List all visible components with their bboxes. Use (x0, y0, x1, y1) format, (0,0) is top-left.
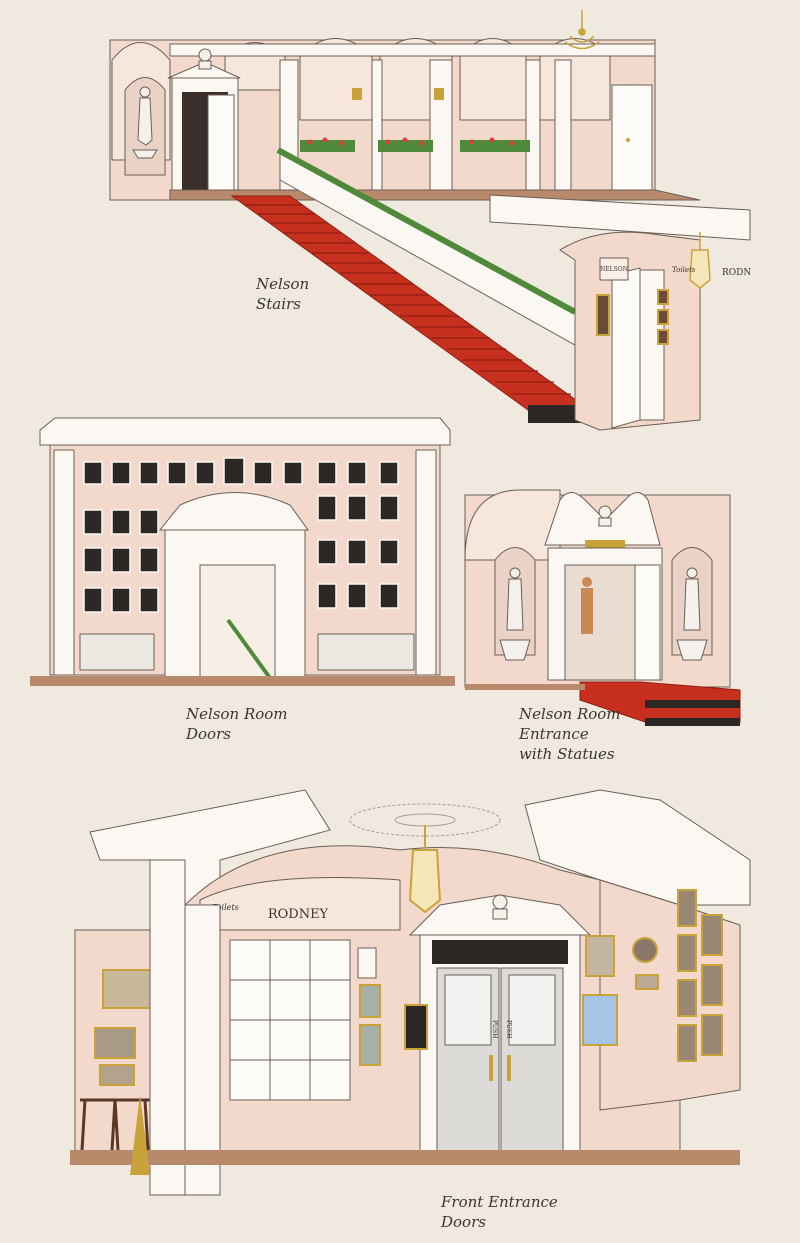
main-door-left-leaf (436, 967, 500, 1156)
nelson-stairs-illustration: NELSON Toilets RODN (109, 10, 751, 431)
niche-left (494, 547, 536, 656)
toilets-sign: Toilets (212, 903, 239, 912)
entrance-wall (464, 494, 731, 688)
caption-entrance-with-statues: Nelson Room Entrance with Statues (519, 705, 621, 763)
main-door-frame (419, 934, 581, 1161)
niche-right (671, 547, 713, 656)
main-door-right-leaf (500, 967, 564, 1156)
lantern-icon (408, 825, 442, 914)
rodney-sign-main: RODNEY (268, 907, 329, 922)
nelson-statue-icon (581, 577, 593, 634)
bust-icon (598, 505, 612, 527)
portrait-frame-icon (596, 289, 669, 345)
room-doorway-opening (199, 564, 276, 679)
wall-sconces (352, 88, 444, 100)
portrait-grid (83, 457, 399, 613)
room-wall (49, 444, 441, 676)
main-door-pediment (408, 894, 592, 936)
rodney-sign-small: RODN (722, 268, 751, 278)
front-back-wall (184, 845, 681, 1161)
bust-icon (492, 894, 508, 920)
nelson-plaque (599, 257, 629, 281)
push-sign-right: PUSH (505, 1020, 512, 1038)
statue-icon (499, 567, 708, 661)
upper-right-door (611, 84, 653, 196)
lantern-icon (689, 232, 711, 289)
bar-stool-icon (80, 1098, 330, 1151)
door-handles (489, 1055, 511, 1081)
toilets-sign-small: Toilets (672, 266, 696, 274)
right-side-wall (599, 879, 741, 1111)
entrance-pediment (544, 492, 661, 546)
entrance-door-frame (547, 547, 663, 681)
chandelier-icon (564, 10, 600, 50)
statue-icon (132, 86, 158, 159)
gold-stand (130, 1095, 150, 1175)
transom-grille (432, 940, 568, 964)
caption-nelson-room-doors: Nelson Room Doors (186, 705, 288, 743)
portrait-frame-icon (359, 889, 723, 1066)
front-cornice-right (524, 789, 751, 906)
room-door-pediment (158, 492, 309, 531)
lower-cornice (489, 194, 751, 241)
stairs-doorway (167, 48, 241, 191)
caption-front-entrance: Front Entrance Doors (441, 1193, 558, 1231)
portrait-frame-icon (94, 969, 213, 1086)
push-sign-left: PUSH (491, 1020, 498, 1038)
nelson-plaque-text: NELSON (600, 266, 628, 273)
front-cornice-left (89, 789, 331, 906)
lower-open-door (611, 267, 641, 429)
room-floor (30, 676, 455, 686)
room-doorway-frame (164, 529, 306, 679)
ceiling-medallion (349, 803, 501, 837)
rodney-arch (199, 877, 401, 931)
front-pillar-forward (149, 859, 186, 1196)
radiator-covers (79, 633, 415, 671)
bust-icon (198, 48, 212, 70)
caption-nelson-stairs: Nelson Stairs (256, 275, 310, 313)
left-side-wall (74, 929, 216, 1161)
front-floor (70, 1150, 740, 1165)
front-pillar-left (184, 904, 221, 1196)
rear-window (229, 939, 351, 1101)
flower-boxes (300, 137, 530, 152)
upper-cornice (169, 43, 656, 57)
